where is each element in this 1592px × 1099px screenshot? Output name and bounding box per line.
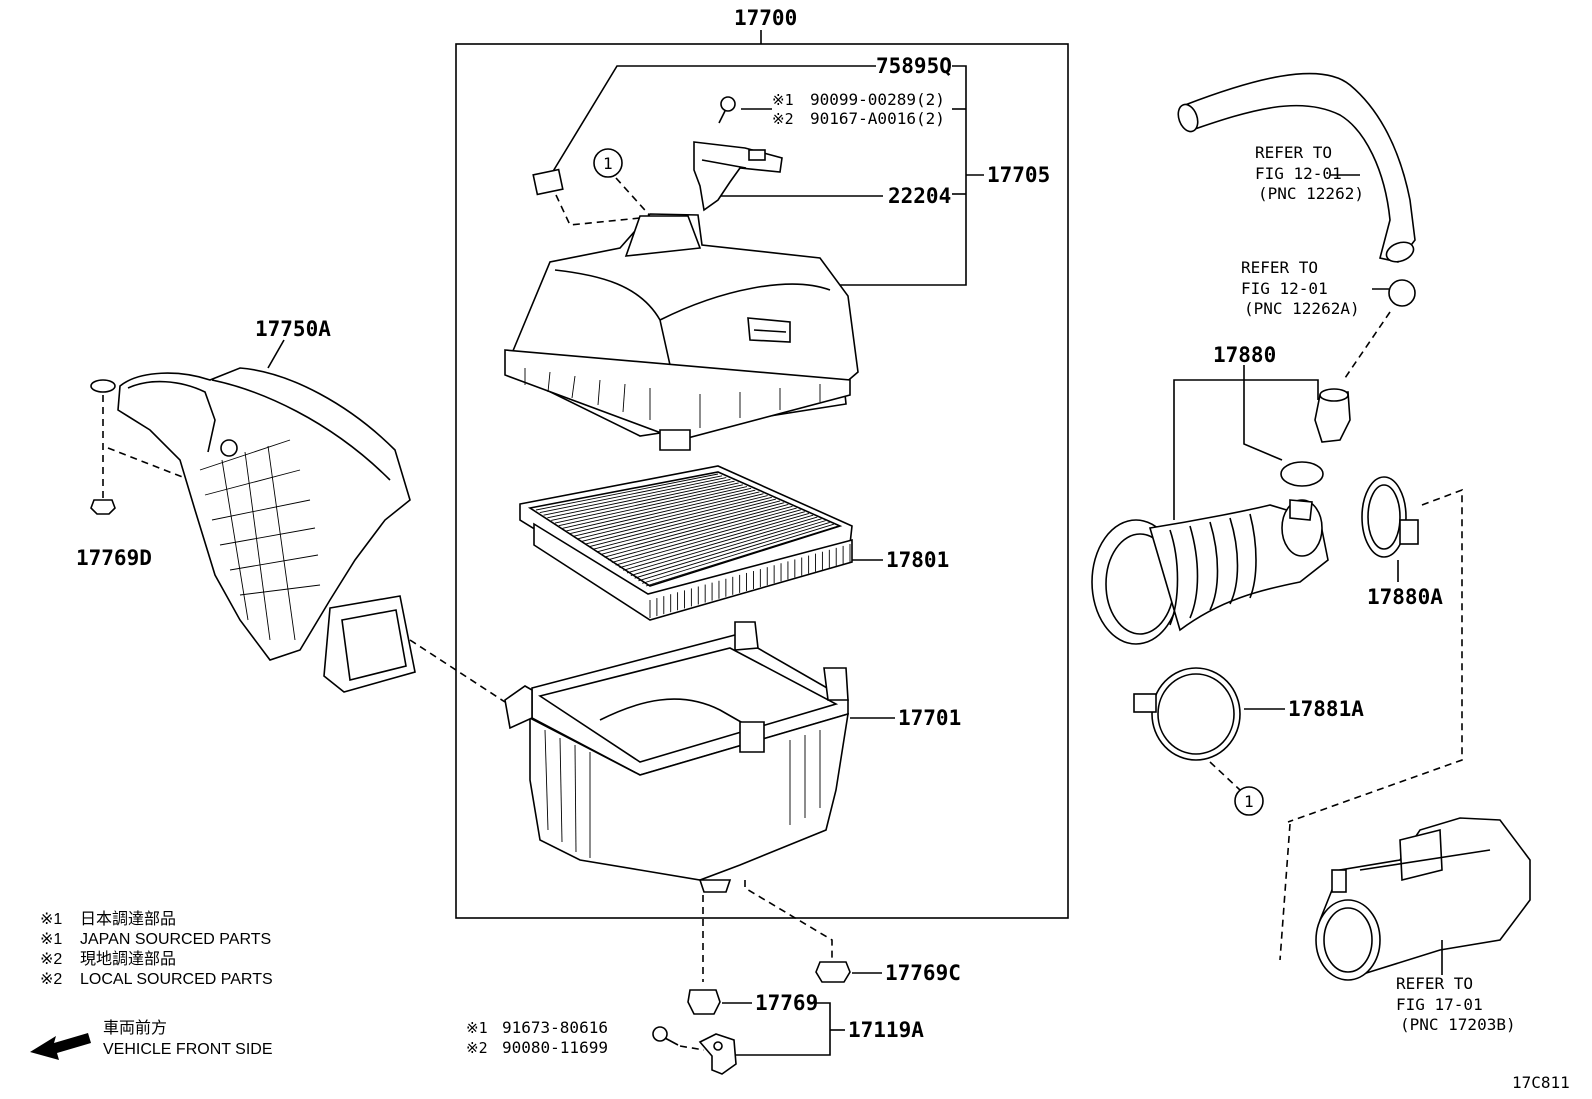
label-17750A: 17750A (255, 317, 331, 341)
vehicle-front-arrow-icon (30, 1033, 91, 1060)
label-17880: 17880 (1213, 343, 1276, 367)
svg-text:REFER TO: REFER TO (1255, 143, 1332, 162)
duct-dashed-leader (107, 447, 186, 479)
clamp-17881A-drawing (1133, 667, 1285, 791)
svg-text:(PNC 17203B): (PNC 17203B) (1400, 1015, 1516, 1034)
grommet-17769C-dashed (744, 880, 833, 960)
label-17769D: 17769D (76, 546, 152, 570)
bracket-17119A-drawing (698, 1033, 737, 1075)
cap-75895Q-drawing (532, 168, 564, 196)
direction-en: VEHICLE FRONT SIDE (103, 1041, 273, 1058)
screw2-part-number: 90167-A0016(2) (810, 109, 945, 128)
air-filter-element-17801-drawing (519, 465, 883, 621)
clamp-small-drawing (1280, 461, 1324, 487)
label-17769: 17769 (755, 991, 818, 1015)
reference-circle-1-upper: 1 (593, 148, 653, 219)
bracket-lines-17705 (551, 65, 984, 286)
grommet-17769D-drawing (90, 395, 116, 515)
svg-text:1: 1 (1244, 792, 1254, 811)
bolt-drawing (652, 1026, 705, 1051)
screw2-mark: ※2 (772, 110, 794, 128)
legend-text-3: 現地調達部品 (80, 950, 176, 968)
screw1-mark: ※1 (772, 91, 794, 109)
clip-12262A-drawing (1344, 279, 1416, 379)
diagram-id: 17C811 (1512, 1073, 1570, 1092)
hose-17880-bracket-lines (1173, 365, 1319, 520)
legend: ※1 日本調達部品 ※1 JAPAN SOURCED PARTS ※2 現地調達… (40, 910, 273, 988)
legend-mark-1: ※1 (40, 911, 62, 928)
reference-circle-1-lower: 1 (1234, 786, 1264, 816)
air-cleaner-case-17701-drawing (504, 621, 895, 893)
direction-jp: 車両前方 (103, 1019, 167, 1037)
svg-text:(PNC 12262): (PNC 12262) (1258, 184, 1364, 203)
cap-dashed-leader (555, 194, 641, 226)
svg-text:(PNC 12262A): (PNC 12262A) (1244, 299, 1360, 318)
svg-text:REFER TO: REFER TO (1396, 974, 1473, 993)
svg-text:1: 1 (603, 154, 613, 173)
hose-12262-drawing (1177, 72, 1416, 263)
clamp-17880A-drawing (1361, 476, 1419, 582)
label-17705: 17705 (987, 163, 1050, 187)
air-flow-meter-22204-drawing (693, 141, 783, 212)
reference-12262A: REFER TO FIG 12-01 (PNC 12262A) (1241, 258, 1360, 318)
legend-text-2: JAPAN SOURCED PARTS (80, 931, 271, 948)
label-22204: 22204 (888, 184, 951, 208)
throttle-body-17203B-drawing (1279, 817, 1531, 981)
duct-to-case-dashed-leader (409, 639, 506, 703)
bolt1-mark: ※1 (466, 1019, 488, 1037)
screw-drawing (718, 96, 736, 124)
grommet-17769C-drawing (815, 961, 851, 983)
bolt2-part-number: 90080-11699 (502, 1038, 608, 1057)
grommet-17769-drawing (687, 989, 721, 1015)
inlet-duct-17750A-drawing (90, 339, 416, 693)
label-17881A: 17881A (1288, 697, 1364, 721)
svg-text:REFER TO: REFER TO (1241, 258, 1318, 277)
screw1-part-number: 90099-00289(2) (810, 90, 945, 109)
bolt2-mark: ※2 (466, 1039, 488, 1057)
air-intake-hose-17880-drawing (1091, 499, 1329, 645)
label-17801: 17801 (886, 548, 949, 572)
label-17701: 17701 (898, 706, 961, 730)
legend-text-4: LOCAL SOURCED PARTS (80, 971, 273, 988)
svg-text:FIG 12-01: FIG 12-01 (1255, 164, 1342, 183)
svg-text:FIG 12-01: FIG 12-01 (1241, 279, 1328, 298)
legend-text-1: 日本調達部品 (80, 910, 176, 928)
label-75895Q: 75895Q (876, 54, 952, 78)
legend-mark-3: ※2 (40, 951, 62, 968)
label-17880A: 17880A (1367, 585, 1443, 609)
reference-12262: REFER TO FIG 12-01 (PNC 12262) (1255, 143, 1364, 203)
legend-mark-2: ※1 (40, 931, 62, 948)
bolt1-part-number: 91673-80616 (502, 1018, 608, 1037)
svg-text:FIG 17-01: FIG 17-01 (1396, 995, 1483, 1014)
label-17119A: 17119A (848, 1018, 924, 1042)
reference-17203B: REFER TO FIG 17-01 (PNC 17203B) (1396, 974, 1516, 1034)
label-17700: 17700 (734, 6, 797, 30)
label-17769C: 17769C (885, 961, 961, 985)
pcv-connector-drawing (1314, 388, 1351, 443)
air-cleaner-cap-drawing (504, 213, 859, 451)
bracket-17119A-lines (734, 1002, 845, 1056)
legend-mark-4: ※2 (40, 971, 62, 988)
air-cleaner-assembly-frame (455, 30, 1069, 919)
